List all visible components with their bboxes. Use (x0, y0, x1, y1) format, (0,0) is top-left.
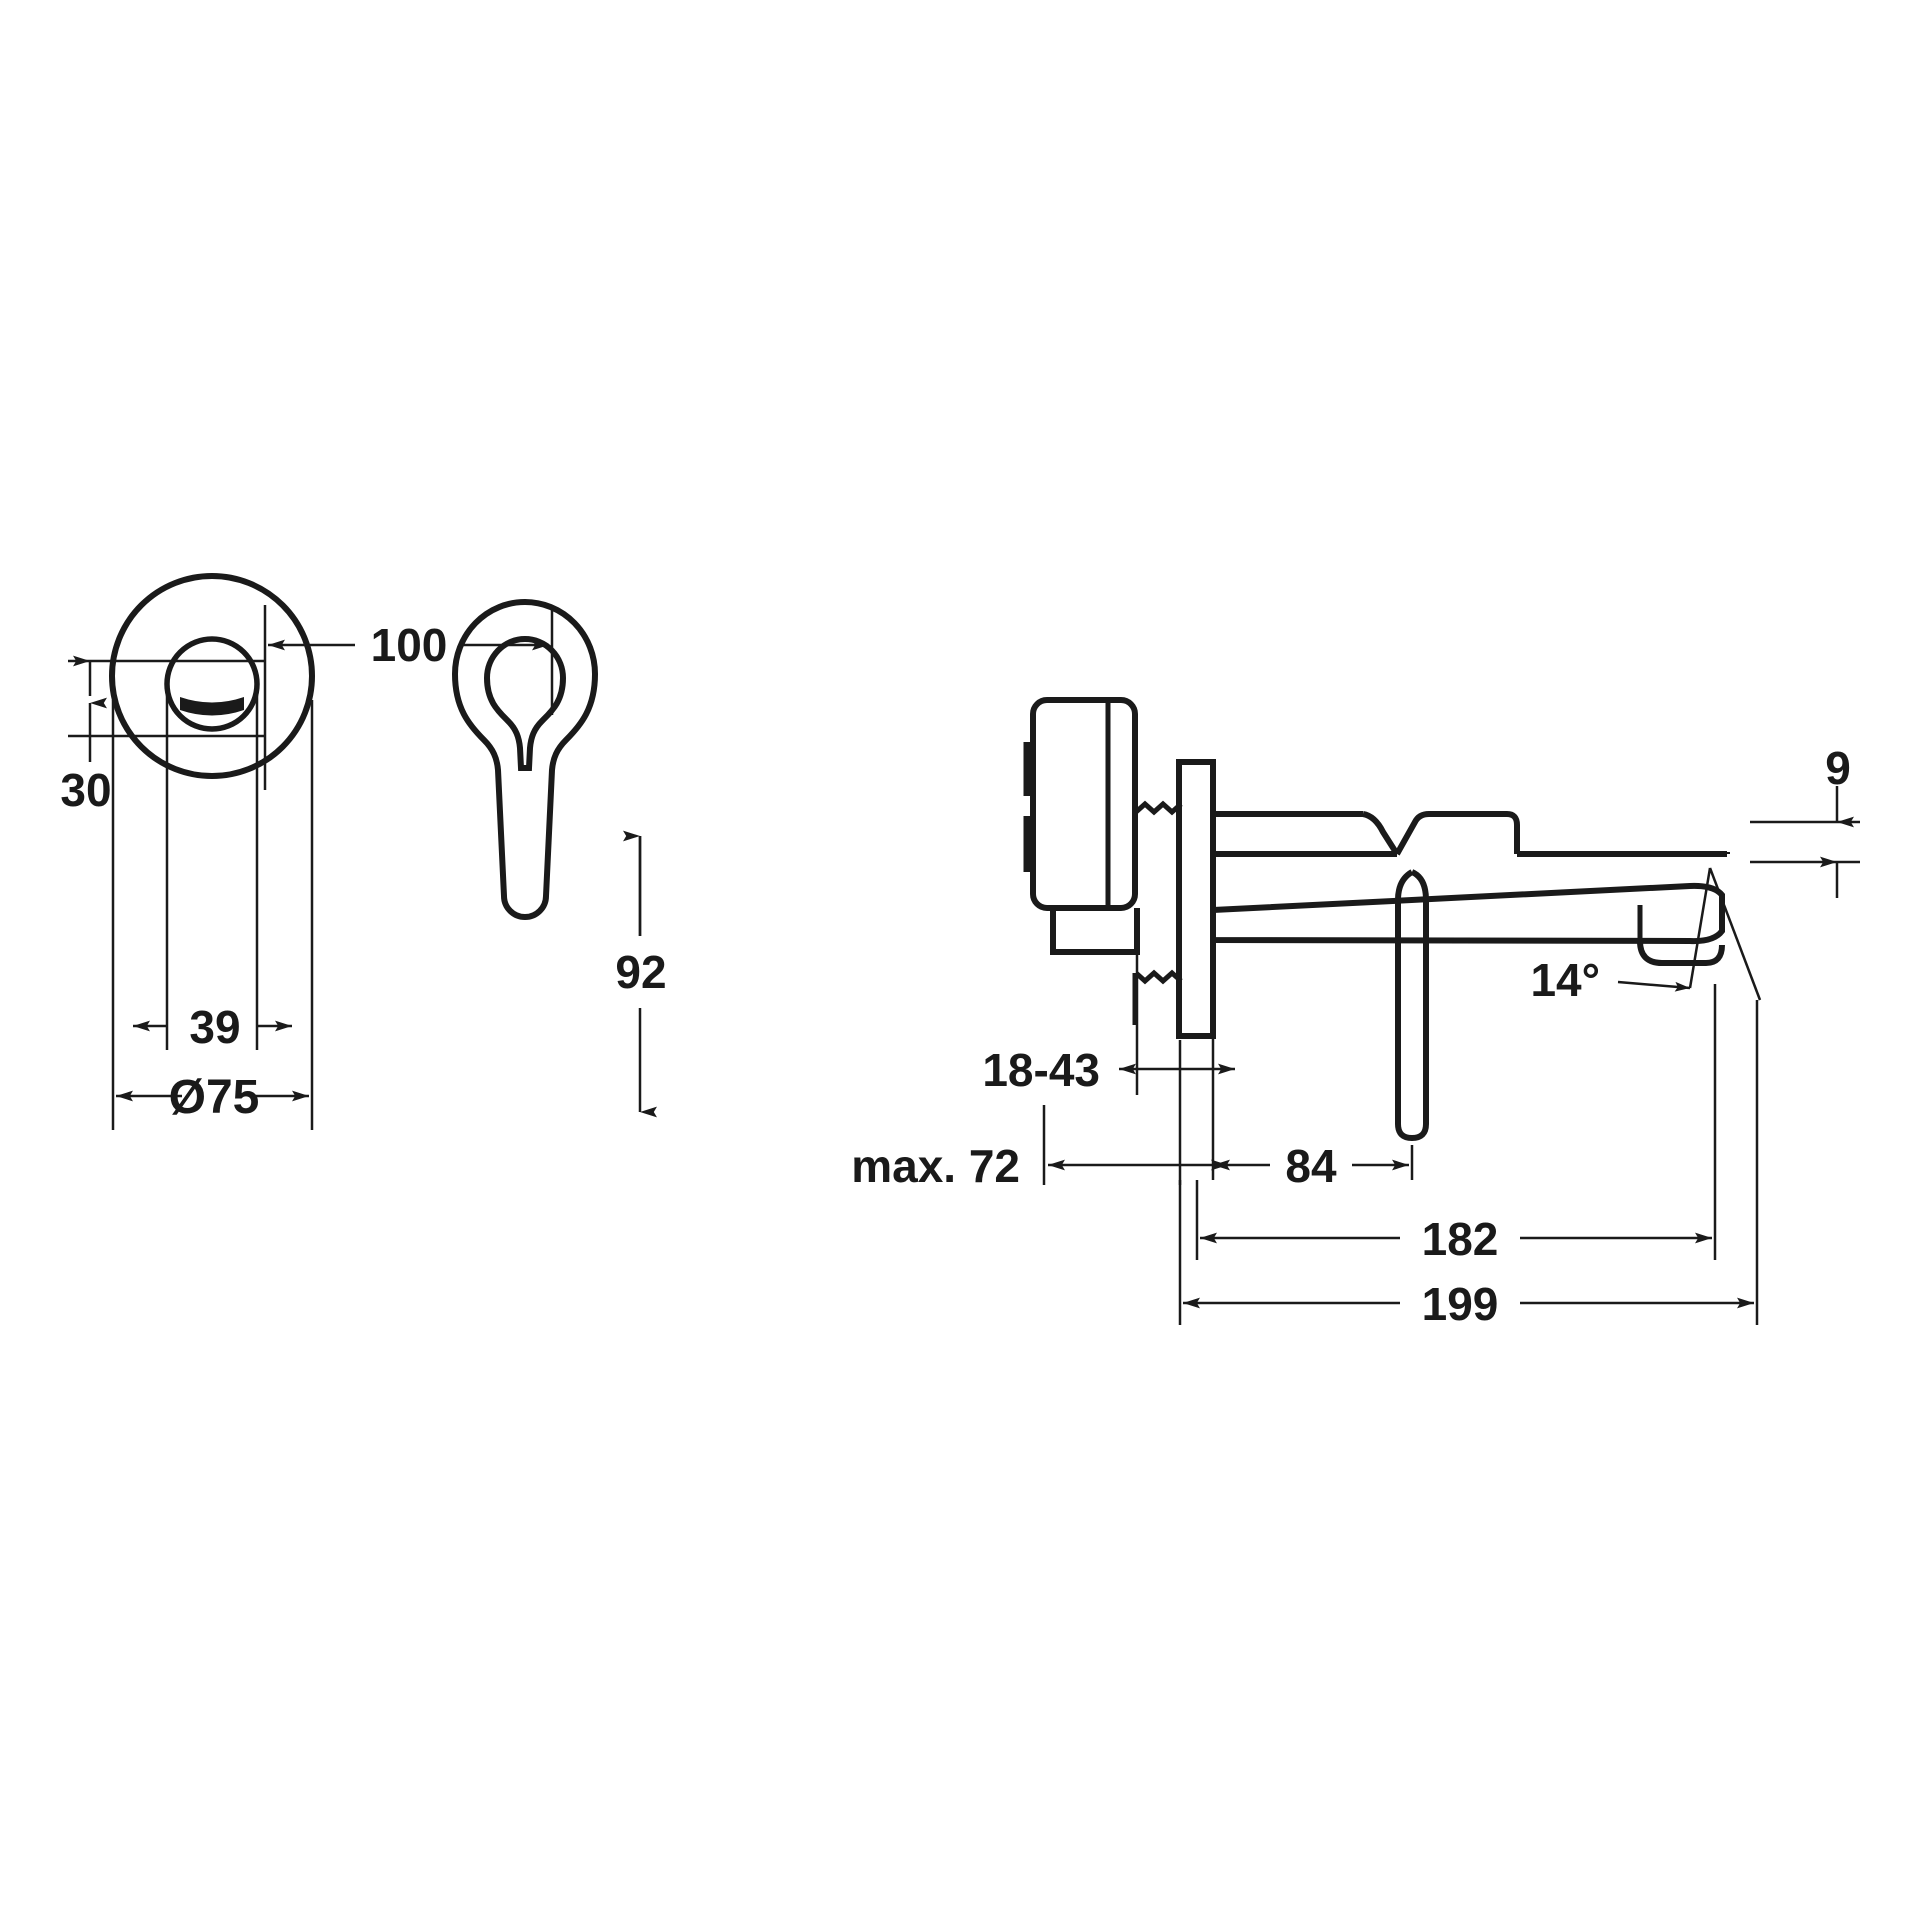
dimension-total-reach: 199 (1178, 1000, 1759, 1330)
view-side-section (1023, 697, 1730, 1142)
spout-outlet-round (1705, 944, 1725, 966)
dim-label-92: 92 (615, 946, 666, 998)
dim-label-199: 199 (1422, 1278, 1499, 1330)
housing-bottom-stub (1050, 908, 1140, 955)
angle-arrow-left (1617, 980, 1691, 992)
view-front-lever (451, 599, 599, 920)
dim-label-39: 39 (189, 1001, 240, 1053)
view-front-escutcheon (109, 573, 315, 779)
angle-leader-b (1688, 867, 1712, 989)
dimension-wall-thickness: 18-43 (982, 952, 1235, 1105)
thread-marks-top (1134, 800, 1183, 816)
lever-inner-opening (483, 636, 567, 771)
dimension-escutcheon-diameter: Ø75 (111, 700, 314, 1130)
dimension-escutcheon-spacing: 100 (263, 605, 554, 790)
lever-outer-outline (451, 599, 599, 920)
spout-outlet-lip (1637, 940, 1706, 966)
escutcheon-outer-circle (109, 573, 315, 779)
lever-stem-side (1395, 900, 1429, 1142)
rosette-slot (180, 697, 244, 716)
dim-label-30: 30 (60, 764, 111, 816)
dimension-lever-height: 92 (615, 830, 667, 1118)
angle-leader-a (1708, 867, 1762, 1001)
dim-label-9: 9 (1825, 742, 1851, 794)
dim-label-14deg: 14° (1530, 954, 1600, 1006)
dim-label-1843: 18-43 (982, 1044, 1100, 1096)
dim-label-max72: max. 72 (851, 1140, 1020, 1192)
spout-body-taper (1210, 882, 1725, 945)
spout-collar (1394, 811, 1520, 856)
dimension-max72-and-84: max. 72 84 (851, 1105, 1414, 1192)
dim-label-182: 182 (1422, 1213, 1499, 1265)
lever-stem-top-left (1395, 869, 1414, 901)
thread-marks-bottom (1134, 969, 1183, 985)
dimension-rosette-offset: 30 (60, 655, 265, 816)
dim-label-84: 84 (1285, 1140, 1337, 1192)
dimension-spout-angle: 14° (1530, 867, 1762, 1006)
dimension-spout-reach: 182 (1195, 984, 1717, 1265)
dimension-outlet-height: 9 (1750, 742, 1860, 898)
dim-label-100: 100 (371, 619, 448, 671)
spout-shoulder-curve (1362, 811, 1400, 856)
dimension-rosette-diameter: 39 (133, 684, 292, 1053)
lever-stem-top-right (1410, 869, 1429, 901)
wall-plate (1176, 759, 1216, 1039)
dim-label-75: Ø75 (169, 1071, 260, 1124)
